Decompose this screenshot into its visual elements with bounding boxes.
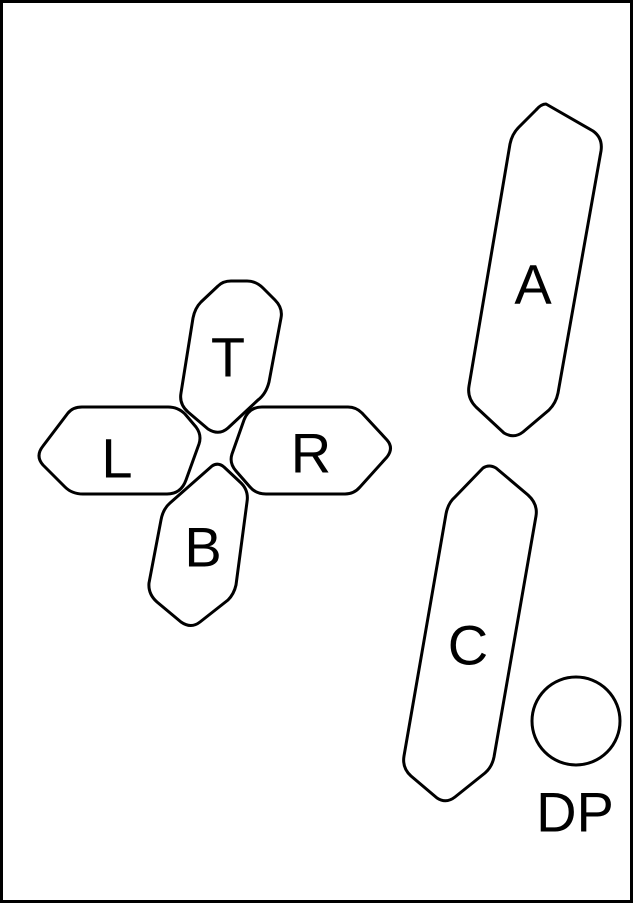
c-button-label: C <box>448 614 488 677</box>
c-button-shape <box>402 464 538 803</box>
dpad-top-shape <box>179 279 283 434</box>
dp-button-label: DP <box>536 781 614 844</box>
a-button[interactable]: A <box>467 102 603 438</box>
c-button[interactable]: C <box>402 464 538 803</box>
dpad-left-shape <box>37 405 202 496</box>
dpad-right-shape <box>229 405 392 496</box>
dpad-top-key[interactable]: T <box>179 279 283 434</box>
dpad-left-key[interactable]: L <box>37 405 202 496</box>
dp-button[interactable] <box>530 675 622 767</box>
dpad-bottom-label: B <box>184 516 221 579</box>
a-button-shape <box>467 102 603 438</box>
dpad-left-label: L <box>101 427 132 490</box>
dpad-right-key[interactable]: R <box>229 405 392 496</box>
dp-button-shape <box>530 675 622 767</box>
dpad-bottom-key[interactable]: B <box>147 462 249 627</box>
dpad-bottom-shape <box>147 462 249 627</box>
dpad-right-label: R <box>291 422 331 485</box>
dpad-top-label: T <box>211 326 245 389</box>
a-button-label: A <box>514 253 552 316</box>
